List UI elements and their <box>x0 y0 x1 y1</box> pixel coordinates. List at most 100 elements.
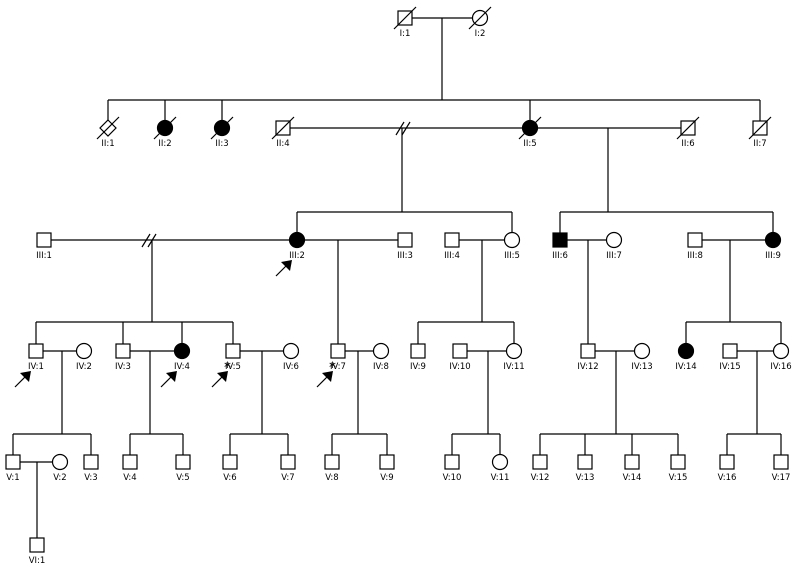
individual-label: IV:7 <box>330 362 346 372</box>
deceased-slash <box>271 116 295 140</box>
female-circle <box>491 453 509 471</box>
individual-label: III:2 <box>289 251 305 261</box>
male-square <box>5 454 21 470</box>
individual-label: V:9 <box>380 473 393 483</box>
individual-v-1: V:1 <box>5 454 21 483</box>
male-square <box>324 454 340 470</box>
pedigree-lines <box>12 17 782 538</box>
male-square <box>577 454 593 470</box>
male-square <box>330 343 346 359</box>
individual-iii-6: III:6 <box>552 232 568 261</box>
male-square <box>452 343 468 359</box>
individual-label: III:4 <box>444 251 460 261</box>
male-square <box>29 537 45 553</box>
female-circle <box>173 342 191 360</box>
individual-iv-7: IV:7* <box>316 343 346 388</box>
individual-ii-3: II:3 <box>210 116 234 149</box>
individual-label: V:14 <box>623 473 642 483</box>
individual-iv-8: IV:8 <box>372 342 390 372</box>
proband-arrow-icon <box>166 371 177 382</box>
deceased-slash <box>518 116 542 140</box>
individual-label: V:12 <box>531 473 550 483</box>
individual-label: IV:1 <box>28 362 44 372</box>
individual-iv-15: IV:15 <box>719 343 741 372</box>
individual-v-2: V:2 <box>51 453 69 483</box>
male-square <box>670 454 686 470</box>
male-square <box>379 454 395 470</box>
female-circle <box>51 453 69 471</box>
individual-label: IV:2 <box>76 362 92 372</box>
individual-iv-9: IV:9 <box>410 343 426 372</box>
individual-label: V:13 <box>576 473 595 483</box>
individual-v-17: V:17 <box>772 454 790 483</box>
deceased-slash <box>393 6 417 30</box>
male-square <box>222 454 238 470</box>
male-square <box>532 454 548 470</box>
individual-iii-1: III:1 <box>36 232 52 261</box>
individual-iv-5: IV:5* <box>211 343 241 388</box>
individual-label: II:3 <box>215 139 228 149</box>
individual-iv-1: IV:1 <box>14 343 44 388</box>
individual-iv-14: IV:14 <box>675 342 697 372</box>
individual-iv-10: IV:10 <box>449 343 471 372</box>
individual-v-7: V:7 <box>280 454 296 483</box>
individual-v-16: V:16 <box>718 454 736 483</box>
female-circle <box>764 231 782 249</box>
individual-label: IV:6 <box>283 362 299 372</box>
female-circle <box>75 342 93 360</box>
individual-iv-16: IV:16 <box>770 342 792 372</box>
male-square <box>83 454 99 470</box>
individual-label: I:1 <box>400 29 411 39</box>
proband-arrow-icon <box>20 371 31 382</box>
individual-label: III:7 <box>606 251 622 261</box>
individual-iv-2: IV:2 <box>75 342 93 372</box>
individual-label: III:5 <box>504 251 520 261</box>
female-circle <box>503 231 521 249</box>
individual-i-2: I:2 <box>468 6 492 39</box>
individual-v-11: V:11 <box>491 453 510 483</box>
deceased-slash <box>210 116 234 140</box>
individual-label: IV:9 <box>410 362 426 372</box>
individual-v-13: V:13 <box>576 454 595 483</box>
deceased-slash <box>676 116 700 140</box>
individual-label: IV:8 <box>373 362 389 372</box>
male-square <box>36 232 52 248</box>
female-circle <box>282 342 300 360</box>
male-square <box>580 343 596 359</box>
separation-mark <box>141 233 151 248</box>
individual-v-9: V:9 <box>379 454 395 483</box>
individual-label: IV:15 <box>719 362 740 372</box>
individual-iii-3: III:3 <box>397 232 413 261</box>
individual-iii-4: III:4 <box>444 232 460 261</box>
individual-label: IV:4 <box>174 362 190 372</box>
individual-label: III:6 <box>552 251 568 261</box>
individual-iv-3: IV:3 <box>115 343 131 372</box>
male-square <box>280 454 296 470</box>
individual-label: II:5 <box>523 139 536 149</box>
individual-label: V:5 <box>176 473 189 483</box>
star-marker: * <box>224 360 231 376</box>
deceased-slash <box>748 116 772 140</box>
individual-label: V:11 <box>491 473 510 483</box>
individual-iii-7: III:7 <box>605 231 623 261</box>
individual-iv-11: IV:11 <box>503 342 525 372</box>
male-square <box>722 343 738 359</box>
individual-label: III:3 <box>397 251 413 261</box>
individual-label: V:3 <box>84 473 97 483</box>
female-circle <box>677 342 695 360</box>
individual-label: IV:13 <box>631 362 652 372</box>
male-square <box>122 454 138 470</box>
individual-iv-12: IV:12 <box>577 343 599 372</box>
star-marker: * <box>329 360 336 376</box>
individual-label: V:15 <box>669 473 688 483</box>
individual-v-14: V:14 <box>623 454 642 483</box>
individual-label: VI:1 <box>29 556 46 566</box>
individual-v-12: V:12 <box>531 454 550 483</box>
individual-v-6: V:6 <box>222 454 238 483</box>
male-square <box>175 454 191 470</box>
individual-label: II:6 <box>681 139 694 149</box>
individual-v-8: V:8 <box>324 454 340 483</box>
deceased-slash <box>153 116 177 140</box>
individual-label: III:1 <box>36 251 52 261</box>
